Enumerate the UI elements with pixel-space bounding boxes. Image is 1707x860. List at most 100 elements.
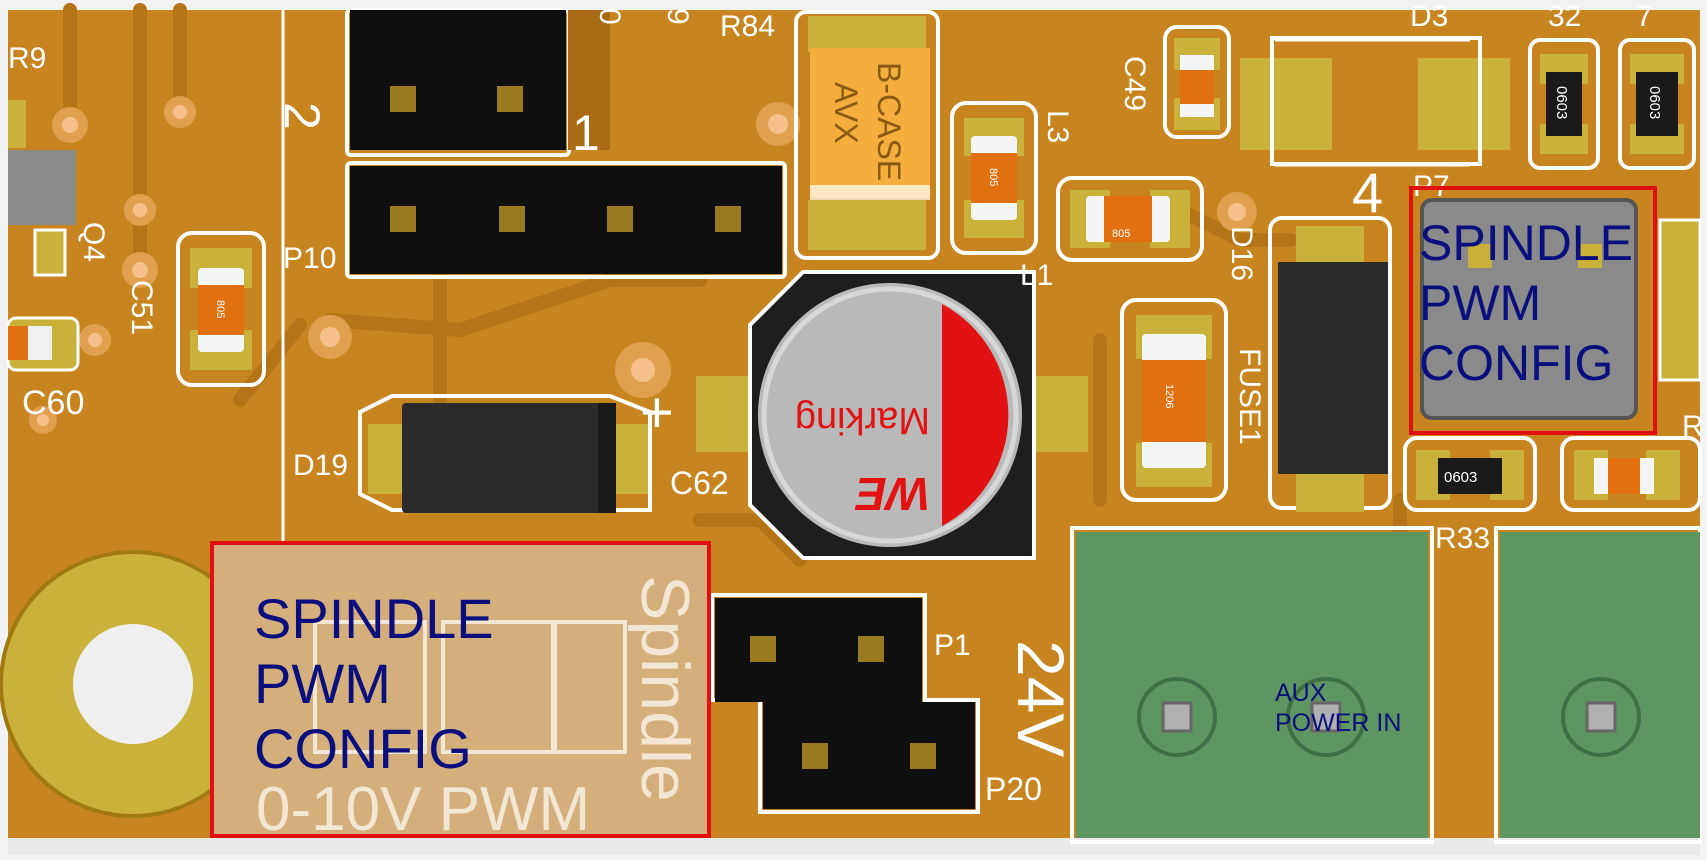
silk-spindle: Spindle: [627, 575, 703, 802]
d3-pad-right: [1418, 58, 1510, 150]
avx-marking-line1: AVX: [828, 82, 864, 144]
c49-stripe: [1180, 70, 1214, 104]
silk-c60: C60: [22, 384, 84, 422]
l3-outline: [950, 101, 1038, 255]
avx-outline: [794, 10, 940, 260]
silk-pin1: 1: [572, 105, 600, 161]
silk-0: 0: [593, 8, 626, 25]
fuse1-body: [1278, 262, 1388, 474]
silk-7: 7: [1636, 0, 1653, 33]
terminal-block-left-outline: [1070, 526, 1434, 844]
c51-stripe: [198, 285, 244, 335]
spindle-jumper-outline-a: [313, 620, 427, 754]
d3-outline: [1270, 36, 1482, 166]
r32-body: [1546, 72, 1582, 136]
spindle-config-left-box: [210, 541, 711, 838]
r84-pad: [568, 10, 610, 150]
avx-body: [810, 48, 930, 198]
c62-pad-right: [1030, 376, 1088, 452]
silk-p10: P10: [283, 242, 336, 275]
spindle-config-right-label: SPINDLE PWM CONFIG: [1419, 215, 1633, 391]
silk-pin2: 2: [274, 102, 330, 130]
terminal-screws: [1137, 677, 1641, 757]
silk-r33: R33: [1435, 522, 1490, 555]
p20-pin-2: [910, 743, 936, 769]
r33-body: [1438, 458, 1502, 494]
silk-c62: C62: [670, 465, 729, 501]
vias: [29, 96, 1257, 434]
c62-pad-left: [696, 376, 756, 452]
l1-outline: [1056, 176, 1204, 262]
fuse1-pad-bottom: [1296, 472, 1364, 512]
silk-24v: 24V: [1004, 640, 1078, 757]
d19-outline: [358, 394, 652, 512]
c-right-outline: [1560, 436, 1702, 512]
silk-32: 32: [1548, 0, 1581, 33]
left-pad-2: [33, 228, 67, 277]
silk-d19: D19: [293, 449, 348, 482]
p20-body: [763, 702, 975, 809]
p1-pin-2: [858, 636, 884, 662]
silk-d16: D16: [1225, 226, 1258, 281]
c51-size-marking: 805: [214, 300, 226, 318]
r33-size-marking: 0603: [1444, 469, 1477, 486]
c1206-size-marking: 1206: [1163, 384, 1175, 408]
left-grey-component: [8, 150, 76, 225]
cap-marking-text: Marking: [795, 399, 930, 441]
p10-pin-1: [390, 206, 416, 232]
header-top-pin-2: [497, 86, 523, 112]
spindle-config-left-label: SPINDLE PWM CONFIG: [254, 587, 494, 780]
mounting-hole: [73, 624, 193, 744]
spindle-config-right-box: [1409, 186, 1657, 435]
r7-size-marking: 0603: [1646, 86, 1663, 119]
silk-plus: +: [640, 380, 674, 445]
c1206-stripe: [1142, 360, 1206, 442]
p10-outline: [345, 161, 787, 279]
p10-pin-4: [715, 206, 741, 232]
silk-l1: L1: [1020, 259, 1053, 292]
avx-pad-bottom: [808, 200, 926, 250]
terminal-block-left: [1076, 532, 1428, 838]
silk-l3: L3: [1041, 110, 1074, 143]
fuse1-pad-top: [1296, 226, 1364, 266]
cap-logo-text: WE: [855, 468, 930, 520]
silk-c49: C49: [1118, 56, 1151, 111]
p1-body: [715, 598, 922, 702]
l3-stripe: [971, 153, 1017, 203]
d3-pad-left: [1240, 58, 1332, 150]
silk-r: R: [1682, 410, 1704, 443]
p7-pad-1: [1468, 244, 1492, 268]
left-pad-1: [8, 100, 26, 148]
c-right-stripe: [1608, 458, 1640, 494]
header-top-pin-1: [390, 86, 416, 112]
c62-polarity-band: [942, 304, 1009, 526]
r7-body: [1636, 72, 1678, 136]
header-top-body: [350, 10, 566, 150]
silk-r9: R9: [8, 42, 46, 75]
r33-outline: [1403, 436, 1537, 512]
spindle-jumper-outline-c: [553, 620, 627, 754]
p10-pin-2: [499, 206, 525, 232]
l1-size-marking: 805: [1112, 228, 1130, 240]
r32-outline: [1528, 38, 1600, 170]
silk-fuse1: FUSE1: [1233, 348, 1266, 445]
avx-pad-top: [808, 16, 926, 52]
silk-p1: P1: [934, 629, 971, 662]
p10-body: [350, 166, 782, 274]
silk-pin4: 4: [1352, 161, 1383, 224]
p20-pin-1: [802, 743, 828, 769]
p10-pin-3: [607, 206, 633, 232]
c1206-outline: [1120, 298, 1228, 502]
aux-power-in-label: AUX POWER IN: [1275, 679, 1402, 737]
c60-stripe: [8, 326, 28, 360]
p1-pin-1: [750, 636, 776, 662]
p7-pad-2: [1578, 244, 1602, 268]
c49-outline: [1163, 25, 1231, 139]
r32-size-marking: 0603: [1553, 86, 1570, 119]
l3-size-marking: 805: [987, 168, 999, 186]
silk-9: 9: [661, 8, 694, 25]
c51-outline: [176, 231, 266, 387]
silk-c51: C51: [125, 280, 158, 335]
